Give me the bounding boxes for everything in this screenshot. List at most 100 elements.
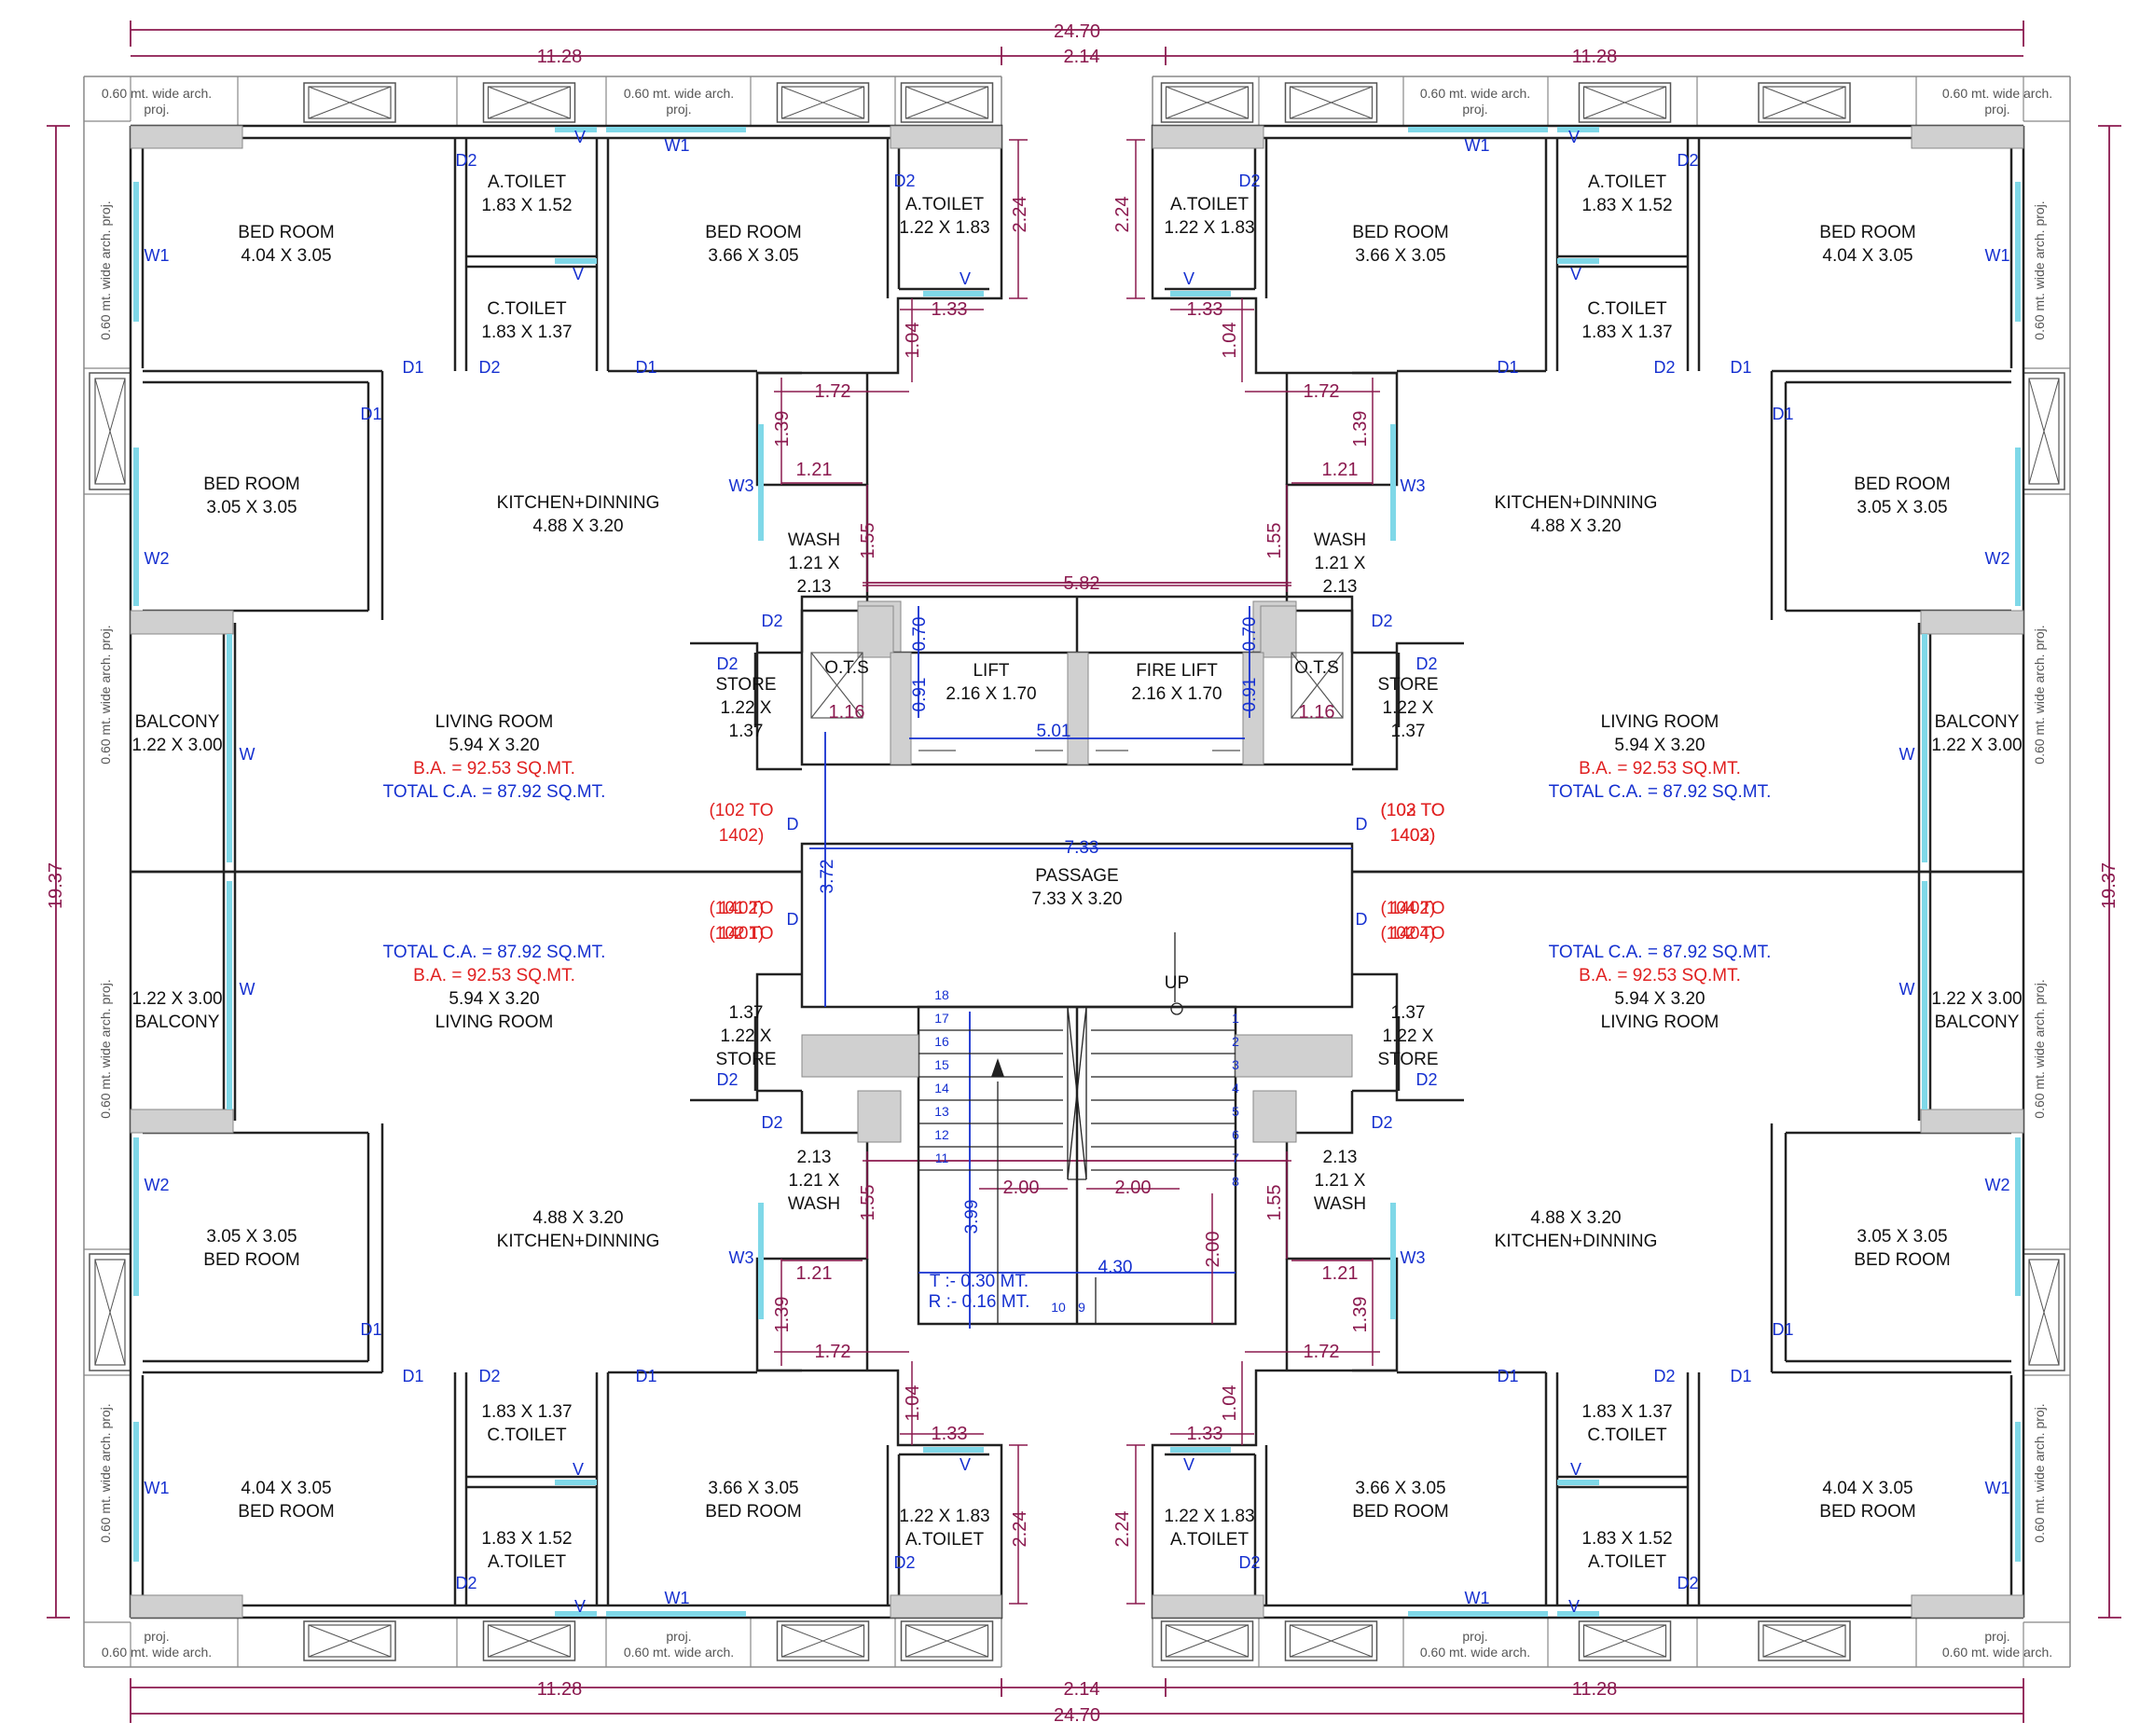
room-size: 5.94 X 3.20 (449, 989, 539, 1009)
door-tag: D2 (1415, 654, 1437, 673)
projection-note: proj. (1462, 102, 1487, 117)
step-number: 16 (934, 1034, 949, 1049)
step-number: 1 (1232, 1011, 1239, 1026)
window-tag: W1 (1465, 1589, 1490, 1607)
local-dimensions (867, 1151, 1380, 1605)
room-size: 1.83 X 1.37 (481, 1402, 572, 1422)
room-name: A.TOILET (1170, 195, 1250, 214)
flat-range: 1404) (1390, 924, 1436, 944)
dim-label: 3.99 (962, 1200, 982, 1234)
projection-note: proj. (144, 1629, 169, 1644)
core-columns (801, 605, 1353, 1078)
room-name: STORE (715, 1050, 776, 1069)
door-tag: D (1356, 815, 1368, 834)
columns (1152, 1090, 2024, 1619)
flat-range: (102 TO (709, 924, 773, 944)
room-name: WASH (1314, 1194, 1366, 1214)
room-size: 2.13 (797, 1148, 832, 1167)
door-tag: D2 (1238, 1553, 1260, 1572)
door-tag: D1 (1730, 358, 1751, 377)
room-size: 3.66 X 3.05 (1355, 1479, 1445, 1498)
room-name: LIVING ROOM (1601, 712, 1719, 732)
vent-tag: V (1568, 128, 1580, 146)
room-size: 3.05 X 3.05 (206, 1227, 297, 1247)
dim-label: 1.39 (772, 1297, 793, 1333)
step-number: 6 (1232, 1127, 1239, 1142)
carpet-area: TOTAL C.A. = 87.92 SQ.MT. (1549, 782, 1772, 802)
vent-box (1284, 82, 1378, 123)
room-name: BED ROOM (1854, 475, 1950, 494)
door-tag: D2 (1371, 1113, 1392, 1132)
room-size: 1.21 X (1315, 554, 1366, 573)
room-size: 1.22 X 1.83 (1164, 218, 1254, 238)
gap-width: 2.14 (1064, 47, 1100, 67)
room-size: 1.21 X (789, 1171, 840, 1191)
vent-box (1160, 82, 1254, 123)
dim-label: 2.24 (1010, 1511, 1030, 1548)
dim-label: 1.16 (829, 702, 865, 723)
projection-note: proj. (1984, 102, 2009, 117)
dim-label: 2.00 (1003, 1178, 1040, 1198)
dim-label: 0.91 (1240, 678, 1260, 712)
room-name: STORE (1377, 675, 1438, 695)
windows (133, 881, 984, 1617)
dim-label: 4.30 (1098, 1258, 1133, 1277)
dim-label: 1.33 (932, 1424, 968, 1444)
flat-quadrant-top-left (84, 76, 1287, 872)
dim-label: 3.72 (818, 860, 837, 894)
ots-label: O.T.S (824, 658, 869, 678)
room-name: KITCHEN+DINNING (497, 1232, 660, 1251)
step-number: 13 (934, 1104, 949, 1119)
room-name: KITCHEN+DINNING (1495, 1232, 1658, 1251)
window-tag: W3 (1401, 1248, 1426, 1267)
dim-label: 0.70 (1240, 617, 1260, 652)
room-name: BALCONY (1935, 712, 2020, 732)
window-tag: W (240, 980, 255, 999)
vent-tag: V (573, 1460, 584, 1479)
room-size: 1.83 X 1.52 (1581, 196, 1672, 215)
wing-width: 11.28 (537, 47, 583, 67)
dim-label: 2.00 (1203, 1232, 1223, 1268)
dim-label: 1.21 (1322, 460, 1359, 480)
vent-box (1578, 1620, 1672, 1661)
room-name: A.TOILET (1588, 172, 1667, 192)
door-tag: D1 (1730, 1367, 1751, 1385)
room-name: LIVING ROOM (1601, 1013, 1719, 1032)
room-size: 3.66 X 3.05 (1355, 246, 1445, 266)
door-tag: D (1356, 910, 1368, 929)
side-vent (89, 1253, 131, 1371)
dim-label: 1.39 (1350, 411, 1371, 448)
stair-up-label: UP (1165, 973, 1189, 993)
vent-tag: V (574, 1597, 586, 1616)
overall-width: 24.70 (1054, 1705, 1100, 1726)
vent-box (482, 1620, 576, 1661)
window-tag: W1 (145, 1479, 170, 1497)
room-size: 1.83 X 1.52 (481, 1529, 572, 1549)
wing-width: 11.28 (1572, 47, 1618, 67)
lift-size: 2.16 X 1.70 (946, 684, 1036, 704)
room-name: BALCONY (135, 1013, 220, 1032)
vent-tag: V (1568, 1597, 1580, 1616)
vent-box (900, 1620, 994, 1661)
step-number: 2 (1232, 1034, 1239, 1049)
projection-outline (1152, 76, 2071, 872)
room-size: 2.13 (1323, 1148, 1358, 1167)
room-size: 1.37 (1391, 722, 1426, 741)
ots-label: O.T.S (1294, 658, 1339, 678)
fire-lift-size: 2.16 X 1.70 (1131, 684, 1222, 704)
projection-note: 0.60 mt. wide arch. proj. (2032, 200, 2047, 339)
room-name: C.TOILET (1587, 1426, 1667, 1445)
flat-quadrant-bottom-right (867, 870, 2071, 1668)
door-tag: D2 (455, 1574, 476, 1592)
room-size: 1.83 X 1.52 (1581, 1529, 1672, 1549)
vent-tag: V (1570, 1460, 1581, 1479)
door-tag: D1 (402, 1367, 423, 1385)
room-name: C.TOILET (1587, 299, 1667, 319)
columns (130, 1090, 1002, 1619)
door-tag: D1 (360, 1320, 381, 1339)
riser-note: R :- 0.16 MT. (929, 1292, 1030, 1312)
window-tag: W1 (1985, 246, 2010, 265)
vent-box (1284, 1620, 1378, 1661)
projection-outline (83, 872, 1002, 1668)
door-tag: D (787, 910, 799, 929)
